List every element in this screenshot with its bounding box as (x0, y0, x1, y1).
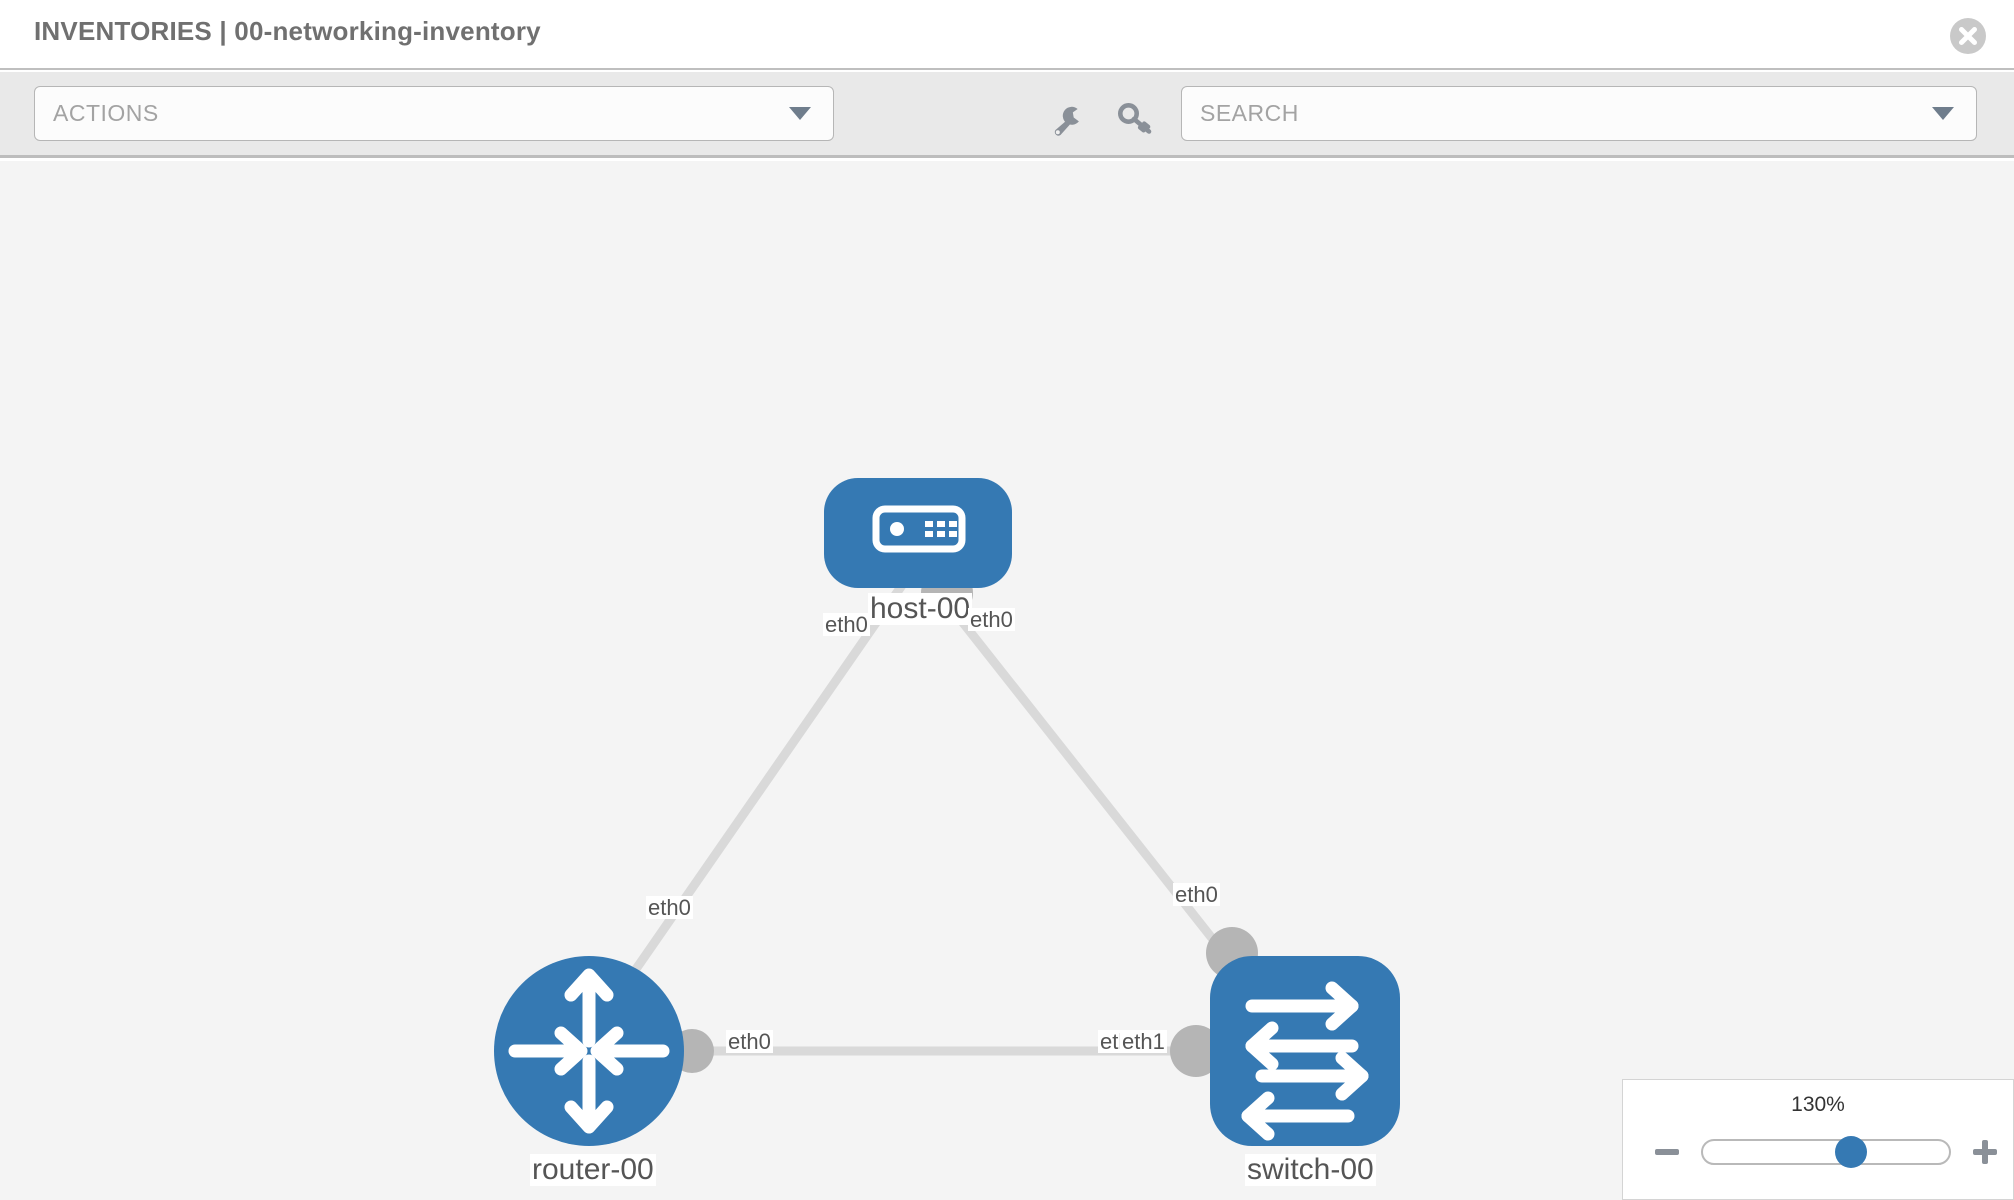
topology-ports (670, 567, 1258, 1077)
switch-arrows-icon (1241, 981, 1369, 1141)
page-title: INVENTORIES | 00-networking-inventory (34, 16, 541, 46)
node-label-router-00: router-00 (530, 1153, 656, 1186)
node-label-switch-00: switch-00 (1245, 1153, 1376, 1186)
node-label-host-00: host-00 (868, 592, 973, 625)
iface-label-switch-top: eth0 (1173, 882, 1220, 907)
node-host-00 (824, 478, 1012, 588)
search-placeholder: SEARCH (1200, 100, 1299, 126)
iface-label-host-right: eth0 (968, 607, 1015, 632)
minus-icon[interactable] (1647, 1132, 1687, 1172)
key-icon[interactable] (1115, 100, 1155, 140)
node-switch-00 (1210, 956, 1400, 1146)
chevron-down-icon (1932, 107, 1954, 120)
search-input[interactable]: SEARCH (1181, 86, 1977, 141)
iface-label-router-right: eth0 (726, 1029, 773, 1054)
zoom-panel: 130% (1622, 1079, 2014, 1200)
chevron-down-icon (789, 107, 811, 120)
router-arrows-icon (508, 968, 670, 1134)
wrench-icon[interactable] (1046, 100, 1086, 140)
toolbar: ACTIONS SEARCH (0, 72, 2014, 158)
zoom-slider[interactable] (1701, 1136, 1951, 1168)
topology-links (596, 578, 1234, 1056)
plus-icon[interactable] (1965, 1132, 2005, 1172)
iface-label-switch-eth1: eth1 (1120, 1029, 1167, 1054)
node-router-00 (494, 956, 684, 1146)
zoom-controls (1623, 1132, 2014, 1172)
port-switch-left (1170, 1025, 1222, 1077)
zoom-level-value: 130% (1791, 1093, 1845, 1116)
page-header: INVENTORIES | 00-networking-inventory (0, 0, 2014, 70)
iface-label-host-left: eth0 (823, 612, 870, 637)
actions-dropdown[interactable]: ACTIONS (34, 86, 834, 141)
actions-dropdown-label: ACTIONS (53, 100, 159, 126)
close-icon[interactable] (1950, 18, 1986, 54)
iface-label-router-top: eth0 (646, 895, 693, 920)
zoom-slider-thumb[interactable] (1834, 1136, 1867, 1168)
server-icon (872, 505, 966, 553)
topology-canvas[interactable]: host-00 eth0 eth0 router-00 eth0 eth0 sw… (0, 161, 2014, 1200)
link-host-router (596, 578, 909, 1024)
